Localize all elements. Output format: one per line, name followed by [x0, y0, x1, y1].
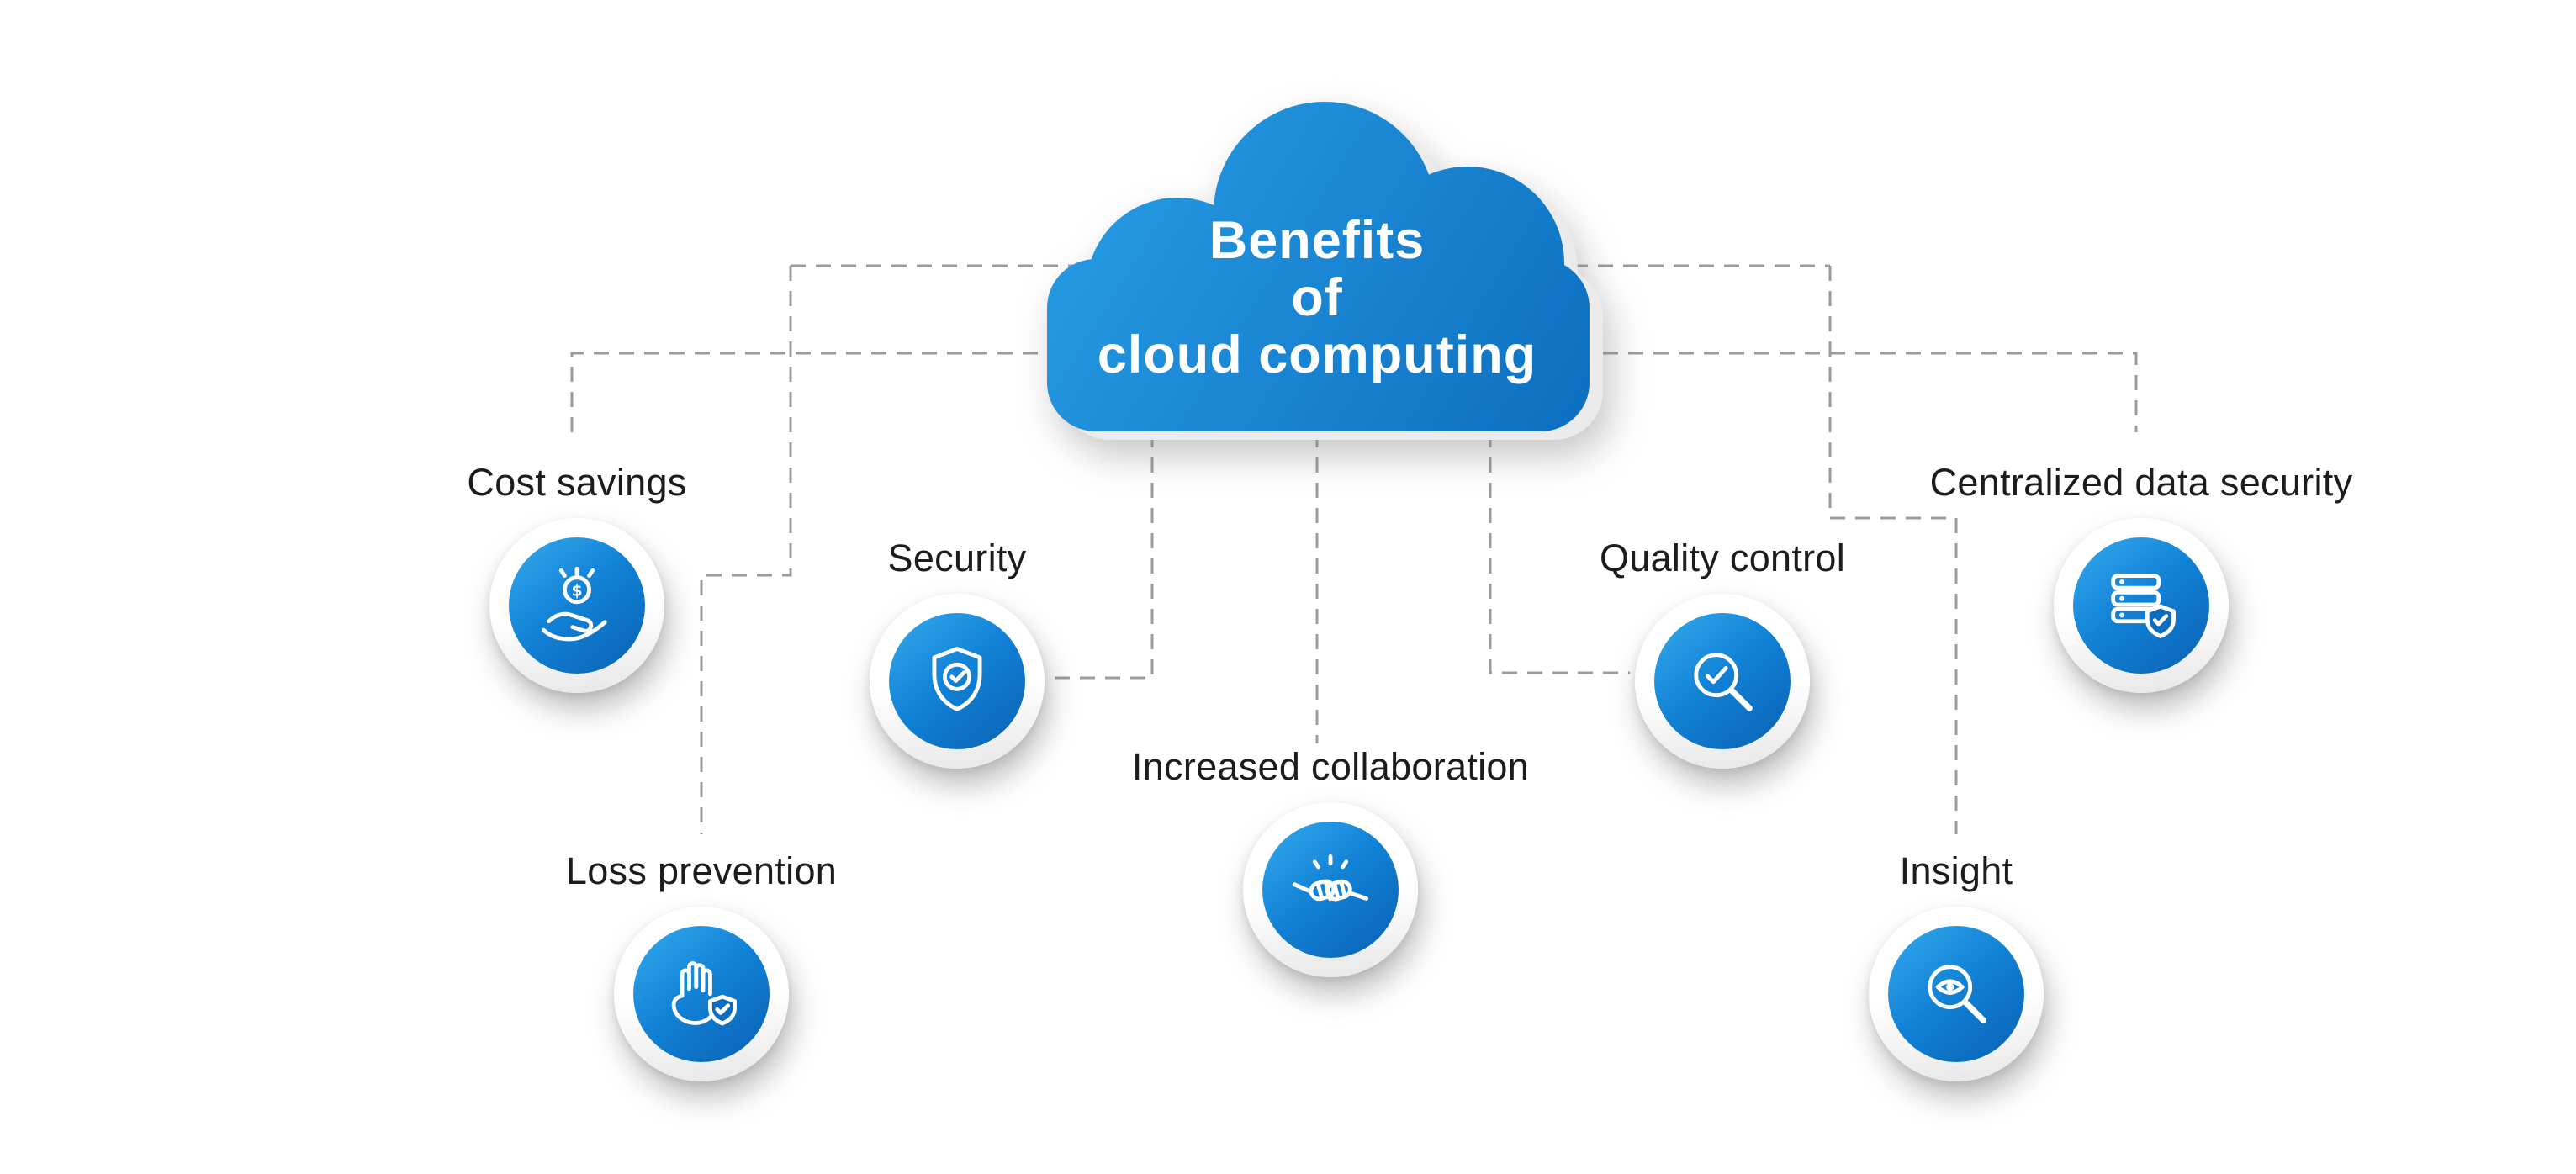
node-label: Increased collaboration: [1131, 745, 1530, 788]
connector-insight: [1828, 266, 1958, 834]
hand-coin-icon: $: [542, 566, 607, 642]
page-title: Benefits of cloud computing: [1023, 212, 1611, 383]
node-label: Security: [887, 537, 1027, 579]
handshake-icon: [1292, 854, 1369, 902]
node-quality-control: Quality control: [1428, 538, 2017, 769]
node-security: Security: [663, 538, 1251, 769]
icon-circle: [870, 594, 1045, 769]
node-label: Cost savings: [467, 461, 687, 504]
title-line-1: Benefits: [1209, 211, 1426, 270]
cloud-shape: [1047, 102, 1590, 431]
connector-security: [1050, 432, 1154, 680]
node-label: Quality control: [1599, 537, 1846, 579]
node-cost-savings: Cost savings $: [283, 463, 871, 693]
icon-circle: [614, 907, 789, 1081]
magnifier-check-icon: [1694, 653, 1753, 711]
connector-loss-prevention: [700, 266, 792, 834]
node-increased-collaboration: Increased collaboration: [1036, 747, 1625, 977]
icon-circle: $: [489, 518, 664, 693]
shield-check-icon: [932, 647, 982, 711]
node-label: Centralized data security: [1929, 461, 2353, 504]
node-label: Insight: [1899, 849, 2013, 892]
icon-circle: [2054, 518, 2229, 693]
hand-shield-icon: [671, 961, 737, 1026]
magnifier-eye-icon: [1928, 965, 1986, 1023]
title-line-2: of: [1291, 268, 1343, 327]
connector-quality-control: [1489, 432, 1630, 674]
icon-circle: [1869, 907, 2044, 1081]
node-centralized-data-security: Centralized data security: [1847, 463, 2436, 693]
icon-circle: [1635, 594, 1810, 769]
icon-circle: [1243, 802, 1418, 977]
title-line-3: cloud computing: [1097, 325, 1537, 384]
node-insight: Insight: [1662, 851, 2251, 1081]
node-loss-prevention: Loss prevention: [407, 851, 996, 1081]
node-label: Loss prevention: [565, 849, 838, 892]
server-shield-icon: [2111, 574, 2176, 638]
svg-text:$: $: [571, 582, 582, 600]
